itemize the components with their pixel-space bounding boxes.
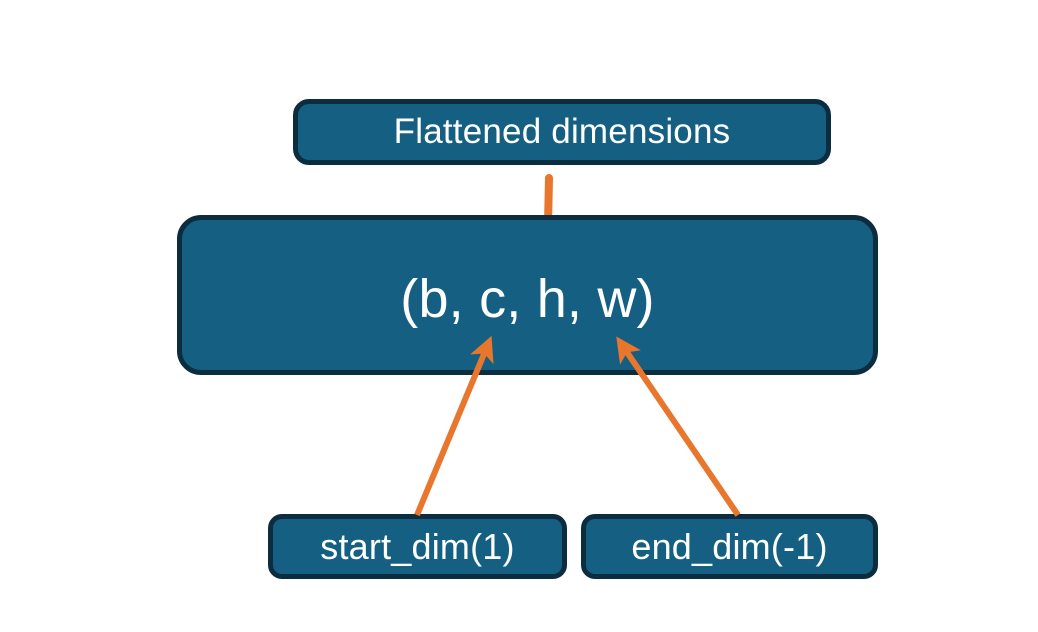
end-dim-label: end_dim(-1) [631,525,828,567]
start-dim-label: start_dim(1) [320,525,515,567]
flattened-dimensions-box[interactable]: Flattened dimensions [293,99,831,165]
tensor-shape-label: (b, c, h, w) [400,269,655,329]
start-dim-box[interactable]: start_dim(1) [268,514,567,579]
flattened-dimensions-label: Flattened dimensions [393,112,731,151]
tensor-shape-box[interactable]: (b, c, h, w) [177,215,878,375]
end-dim-box[interactable]: end_dim(-1) [581,514,878,579]
